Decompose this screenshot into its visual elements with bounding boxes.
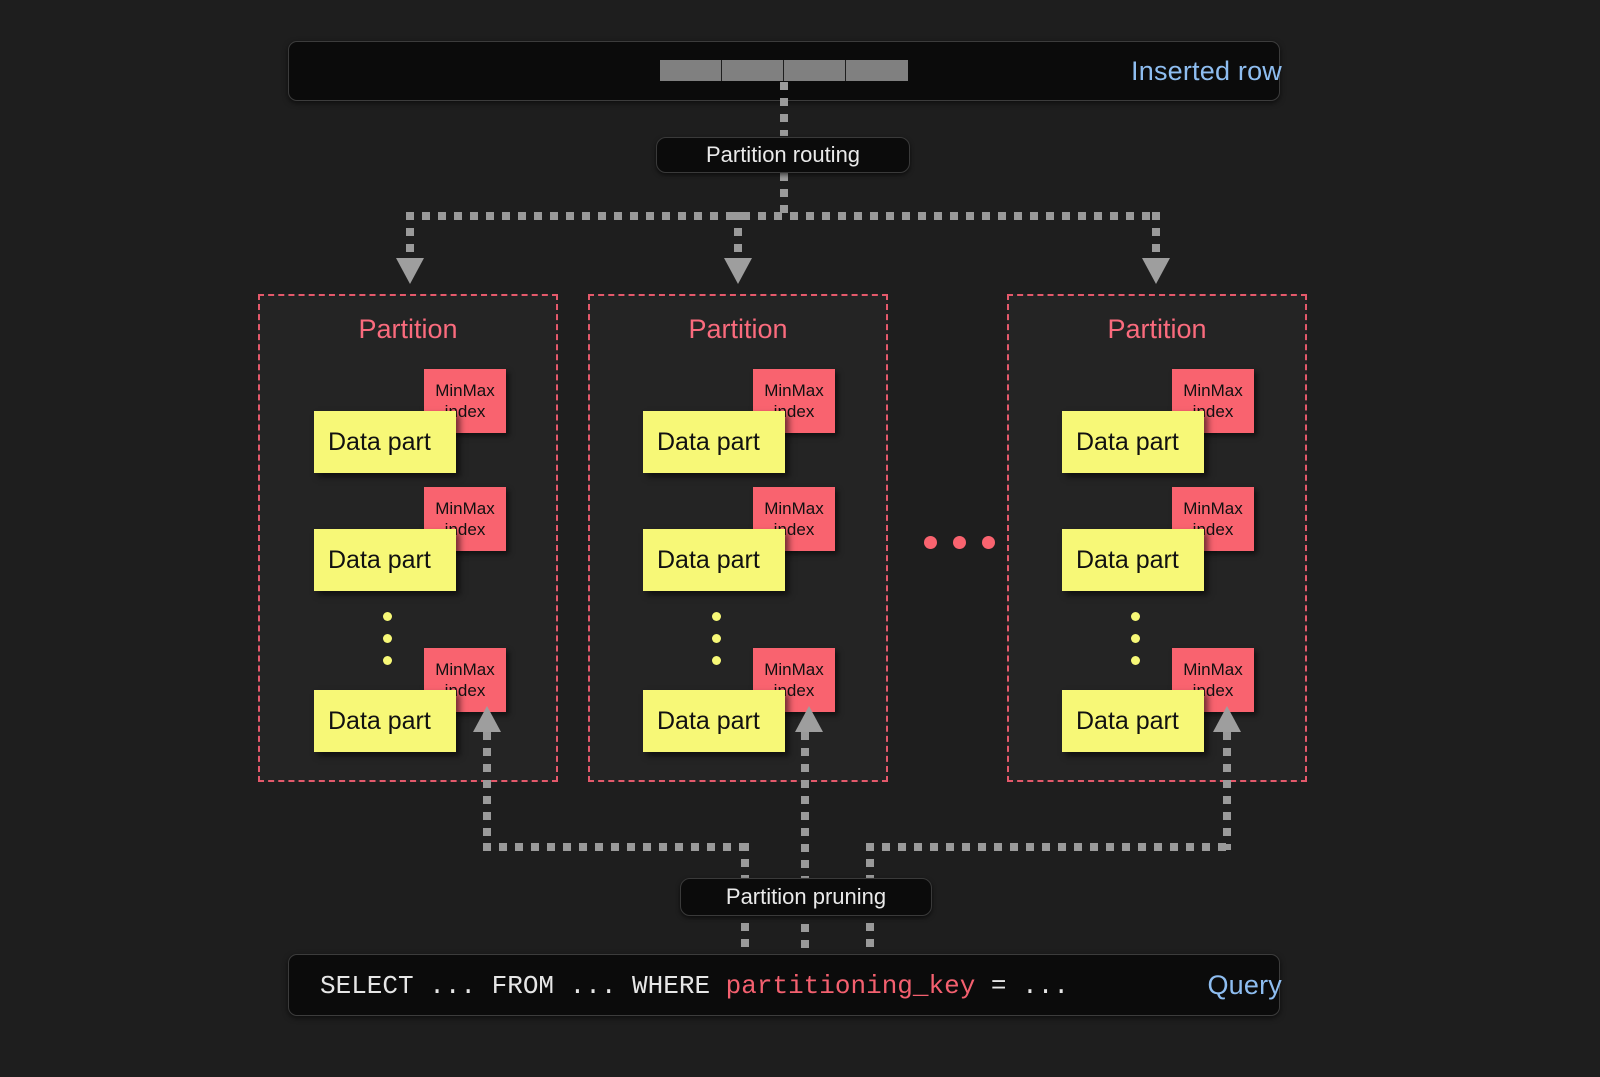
minmax-line-1: MinMax: [435, 660, 495, 679]
partition-pruning-box: Partition pruning: [680, 878, 932, 916]
data-part-3-3: Data part: [1062, 690, 1204, 752]
data-part-ellipsis-2: [712, 612, 721, 678]
row-cell: [722, 60, 784, 81]
partition-title-3: Partition: [1107, 314, 1207, 344]
query-partitioning-key: partitioning_key: [725, 971, 976, 1001]
row-cell: [784, 60, 846, 81]
partition-routing-label: Partition routing: [705, 142, 861, 167]
data-part-2-1: Data part: [643, 411, 785, 473]
row-cell: [846, 60, 908, 81]
connector-routing-to-bus: [780, 173, 788, 219]
connector-row-to-routing: [780, 82, 788, 136]
ellipsis-dot: [924, 536, 937, 549]
query-sql-text: SELECT ... FROM ... WHERE partitioning_k…: [320, 971, 1069, 1001]
query-bar: [288, 954, 1280, 1016]
ellipsis-dot: [383, 634, 392, 643]
inserted-row-cells: [660, 60, 908, 81]
connector-bus-to-partition-2: [734, 212, 742, 264]
ellipsis-dot: [712, 656, 721, 665]
data-part-3-2: Data part: [1062, 529, 1204, 591]
ellipsis-dot: [383, 612, 392, 621]
arrow-down-partition-1: [396, 258, 424, 284]
connector-pruning-to-partition-2: [801, 732, 809, 953]
partition-pruning-label: Partition pruning: [725, 884, 887, 909]
row-cell: [660, 60, 722, 81]
connector-bus-to-partition-1: [406, 212, 414, 264]
data-part-3-1: Data part: [1062, 411, 1204, 473]
partitions-ellipsis: [924, 536, 995, 549]
arrow-up-partition-1: [473, 706, 501, 732]
data-part-1-3: Data part: [314, 690, 456, 752]
minmax-line-1: MinMax: [764, 660, 824, 679]
data-part-ellipsis-1: [383, 612, 392, 678]
pruning-bus-left: [483, 843, 749, 851]
minmax-line-1: MinMax: [435, 381, 495, 400]
ellipsis-dot: [712, 634, 721, 643]
minmax-line-1: MinMax: [1183, 660, 1243, 679]
data-part-2-2: Data part: [643, 529, 785, 591]
partition-title-1: Partition: [358, 314, 458, 344]
inserted-row-label: Inserted row: [1131, 56, 1282, 86]
data-part-ellipsis-3: [1131, 612, 1140, 678]
partition-routing-box: Partition routing: [656, 137, 910, 173]
query-suffix: = ...: [975, 971, 1069, 1001]
routing-bus-line: [406, 212, 1160, 220]
minmax-line-1: MinMax: [1183, 381, 1243, 400]
data-part-2-3: Data part: [643, 690, 785, 752]
ellipsis-dot: [1131, 656, 1140, 665]
arrow-up-partition-2: [795, 706, 823, 732]
query-prefix: SELECT ... FROM ... WHERE: [320, 971, 726, 1001]
ellipsis-dot: [712, 612, 721, 621]
connector-pruning-to-partition-1: [483, 732, 491, 850]
pruning-bus-right: [866, 843, 1231, 851]
data-part-1-1: Data part: [314, 411, 456, 473]
ellipsis-dot: [1131, 634, 1140, 643]
arrow-down-partition-2: [724, 258, 752, 284]
minmax-line-1: MinMax: [764, 499, 824, 518]
minmax-line-1: MinMax: [1183, 499, 1243, 518]
minmax-index-1-2: MinMax index: [424, 487, 506, 551]
connector-pruning-to-partition-3: [1223, 732, 1231, 850]
minmax-line-1: MinMax: [435, 499, 495, 518]
arrow-up-partition-3: [1213, 706, 1241, 732]
ellipsis-dot: [982, 536, 995, 549]
partition-title-2: Partition: [688, 314, 788, 344]
ellipsis-dot: [1131, 612, 1140, 621]
arrow-down-partition-3: [1142, 258, 1170, 284]
minmax-line-1: MinMax: [764, 381, 824, 400]
ellipsis-dot: [953, 536, 966, 549]
query-label: Query: [1207, 970, 1282, 1000]
ellipsis-dot: [383, 656, 392, 665]
data-part-1-2: Data part: [314, 529, 456, 591]
connector-bus-to-partition-3: [1152, 212, 1160, 264]
